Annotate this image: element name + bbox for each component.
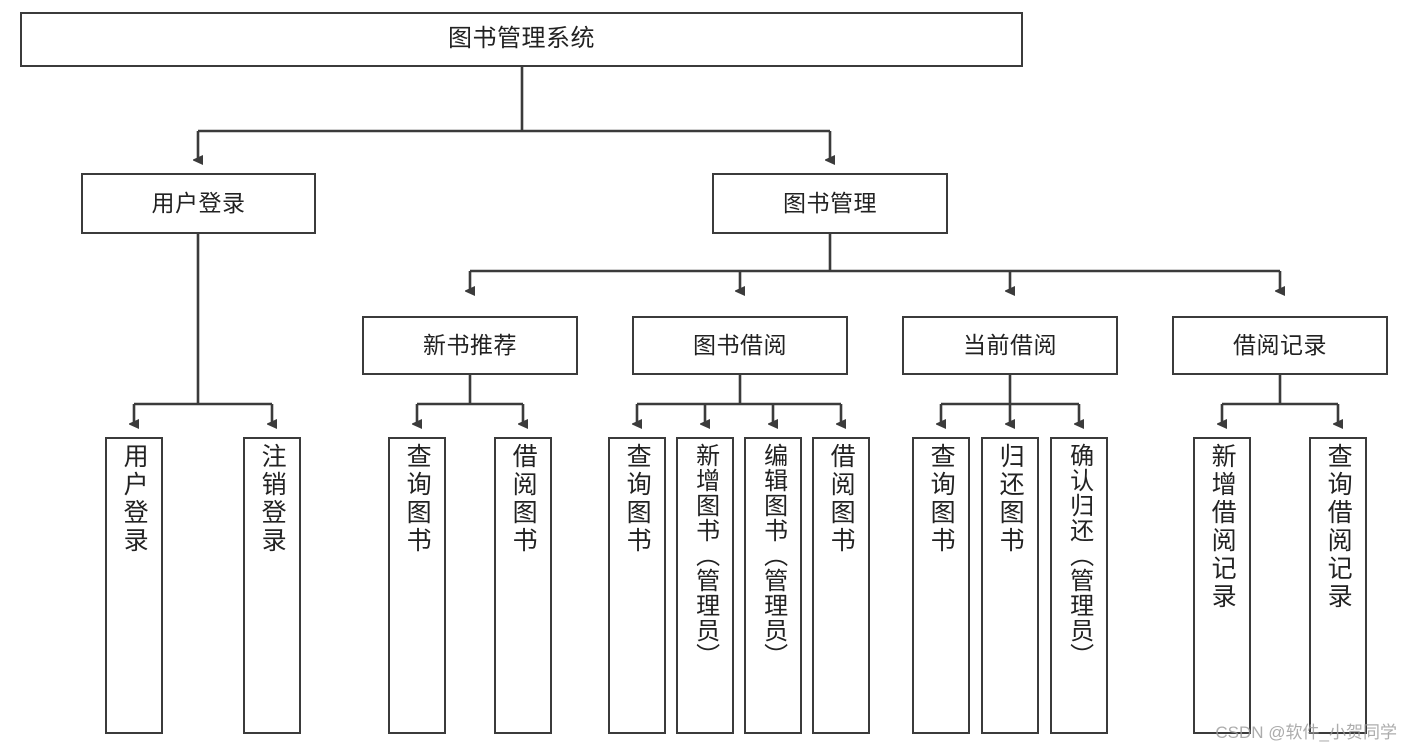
node-label: 用户登录 bbox=[151, 189, 246, 216]
node-label: 归还图书 bbox=[996, 443, 1025, 555]
node-new-book-recommend[interactable]: 新书推荐 bbox=[362, 316, 578, 375]
node-label: 查询图书 bbox=[403, 443, 432, 555]
node-borrow-records[interactable]: 借阅记录 bbox=[1172, 316, 1388, 375]
leaf-logout[interactable]: 注销登录 bbox=[243, 437, 301, 734]
node-label: 查询图书 bbox=[927, 443, 956, 555]
leaf-query-books-borrow[interactable]: 查询图书 bbox=[608, 437, 666, 734]
leaf-borrow-books[interactable]: 借阅图书 bbox=[812, 437, 870, 734]
node-book-borrow[interactable]: 图书借阅 bbox=[632, 316, 848, 375]
node-label: 新增借阅记录 bbox=[1208, 443, 1237, 611]
leaf-edit-book-admin[interactable]: 编辑图书（管理员） bbox=[744, 437, 802, 734]
node-label: 图书管理系统 bbox=[448, 25, 595, 53]
node-label: 注销登录 bbox=[258, 443, 287, 555]
csdn-watermark: CSDN @软件_小贺同学 bbox=[1215, 723, 1397, 742]
node-label: 当前借阅 bbox=[963, 331, 1057, 358]
node-label: 新书推荐 bbox=[423, 331, 517, 358]
leaf-borrow-books-new[interactable]: 借阅图书 bbox=[494, 437, 552, 734]
node-label: 新增图书（管理员） bbox=[691, 443, 719, 668]
node-label: 借阅图书 bbox=[509, 443, 538, 555]
node-label: 查询借阅记录 bbox=[1324, 443, 1353, 611]
node-book-management[interactable]: 图书管理 bbox=[712, 173, 948, 234]
node-label: 图书管理 bbox=[783, 189, 877, 216]
node-label: 借阅图书 bbox=[827, 443, 856, 555]
node-user-login[interactable]: 用户登录 bbox=[81, 173, 316, 234]
node-label: 确认归还（管理员） bbox=[1065, 443, 1093, 668]
leaf-query-borrow-record[interactable]: 查询借阅记录 bbox=[1309, 437, 1367, 734]
leaf-user-login[interactable]: 用户登录 bbox=[105, 437, 163, 734]
node-label: 图书借阅 bbox=[693, 331, 787, 358]
leaf-query-books-current[interactable]: 查询图书 bbox=[912, 437, 970, 734]
node-label: 借阅记录 bbox=[1233, 331, 1327, 358]
leaf-return-books[interactable]: 归还图书 bbox=[981, 437, 1039, 734]
leaf-query-books-new[interactable]: 查询图书 bbox=[388, 437, 446, 734]
node-root-system[interactable]: 图书管理系统 bbox=[20, 12, 1023, 67]
node-label: 查询图书 bbox=[623, 443, 652, 555]
leaf-add-borrow-record[interactable]: 新增借阅记录 bbox=[1193, 437, 1251, 734]
node-label: 编辑图书（管理员） bbox=[759, 443, 787, 668]
leaf-confirm-return-admin[interactable]: 确认归还（管理员） bbox=[1050, 437, 1108, 734]
node-label: 用户登录 bbox=[120, 443, 149, 555]
node-current-borrow[interactable]: 当前借阅 bbox=[902, 316, 1118, 375]
leaf-add-book-admin[interactable]: 新增图书（管理员） bbox=[676, 437, 734, 734]
